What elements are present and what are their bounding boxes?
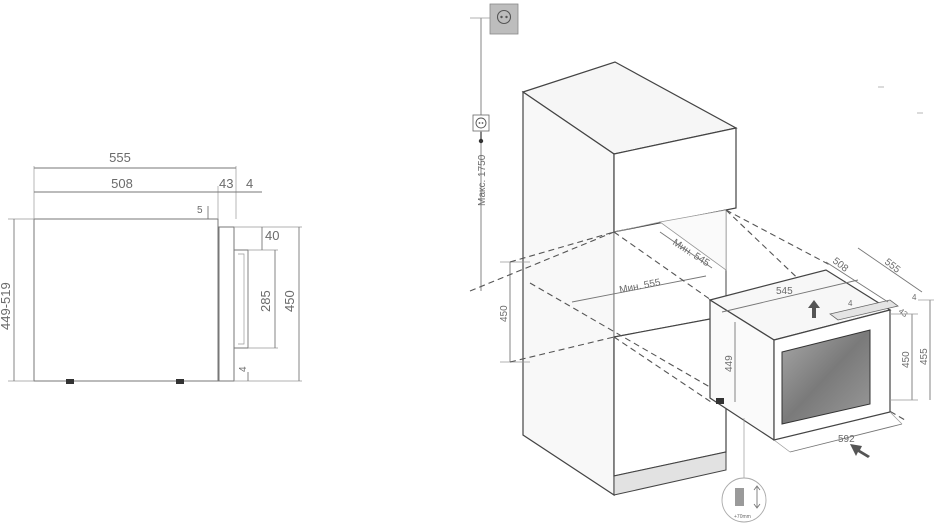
dim-door-height: 450	[282, 290, 297, 312]
appliance-glass-window	[781, 329, 871, 425]
dim-unit-height-body: 449	[724, 355, 735, 372]
dim-handle-height: 285	[258, 290, 273, 312]
dim-body-depth: 508	[111, 176, 133, 191]
detail-note: +70mm	[734, 514, 751, 520]
handle-side	[234, 249, 249, 349]
dim-body-height: 449-519	[0, 282, 13, 330]
insert-arrow-icon	[850, 444, 870, 458]
cabinet-lower-front	[613, 315, 727, 477]
dim-niche-height: 450	[499, 305, 510, 322]
dim-top-recess: 40	[265, 228, 279, 243]
cabinet-body-side	[33, 218, 219, 382]
cabinet-left-side	[522, 90, 615, 497]
door-side	[218, 226, 235, 382]
iso-view: Макс. 1750 Мин. 545 Мин. 555 450	[469, 3, 934, 523]
dim-gap-top: 4	[246, 176, 253, 191]
dim-unit-door-gap-right: 4	[912, 293, 917, 302]
dim-bottom-gap: 4	[238, 366, 249, 372]
socket-icon	[472, 114, 490, 132]
appliance-foot	[716, 398, 724, 404]
appliance-door-trim	[829, 299, 899, 321]
lift-arrow-icon	[808, 300, 820, 318]
dim-unit-depth-body: 508	[830, 256, 850, 275]
cabinet-upper-front	[613, 127, 737, 233]
socket-wall-icon	[489, 3, 519, 35]
dim-door-depth: 43	[219, 176, 233, 191]
dim-unit-depth-total: 555	[882, 257, 902, 276]
dim-socket-height: Макс. 1750	[477, 154, 488, 206]
dim-unit-height-front: 450	[901, 351, 912, 368]
foot-rear	[66, 379, 74, 384]
dim-overall-depth: 555	[109, 150, 131, 165]
dim-front-width: 592	[838, 434, 855, 445]
dim-unit-door-thickness: 43	[897, 306, 910, 319]
dim-unit-door-gap: 4	[848, 299, 853, 308]
foot-front	[176, 379, 184, 384]
dim-offset: 5	[197, 205, 203, 216]
cabinet-plinth	[613, 451, 727, 496]
side-view: 555 508 43 4 5 40 285 450 4 449-519	[0, 150, 302, 384]
dim-unit-width: 545	[776, 286, 793, 297]
dim-unit-height-total: 455	[919, 348, 930, 365]
